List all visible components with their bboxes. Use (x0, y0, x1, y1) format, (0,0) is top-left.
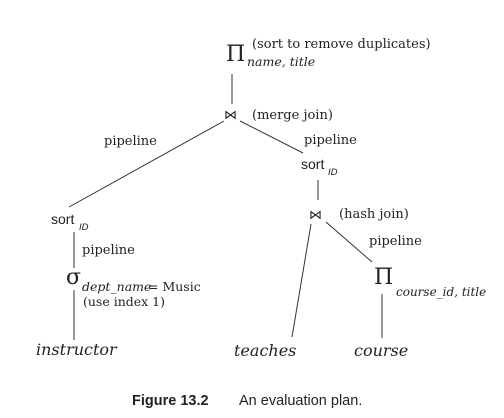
relation-course: course (354, 341, 408, 360)
edge-hash-to-projection (325, 221, 373, 263)
hash-join-symbol: ⋈ (309, 207, 322, 222)
selection-note: (use index 1) (83, 294, 165, 309)
pipeline-label-merge-left: pipeline (104, 134, 157, 149)
pipeline-label-hash-right: pipeline (369, 234, 422, 249)
sort-left-subscript: ID (79, 222, 89, 233)
merge-join-label: (merge join) (252, 108, 333, 123)
pipeline-label-merge-right: pipeline (304, 133, 357, 148)
figure-caption-text: An evaluation plan. (239, 393, 362, 409)
relation-teaches: teaches (234, 341, 296, 360)
hash-join-label: (hash join) (339, 207, 409, 222)
course-projection-subscript: course_id, title (396, 285, 486, 299)
projection-subscript: name, title (247, 54, 315, 69)
relation-instructor: instructor (36, 340, 118, 359)
figure-caption-label: Figure 13.2 (132, 393, 209, 409)
sort-right-op: sort (301, 156, 324, 172)
sort-right-subscript: ID (328, 167, 338, 178)
edge-merge-to-sort-left (68, 120, 225, 208)
selection-symbol: σ (66, 265, 81, 290)
projection-note: (sort to remove duplicates) (252, 37, 431, 52)
edge-merge-to-sort-right (239, 120, 304, 154)
projection-symbol: Π (226, 42, 245, 67)
selection-subscript: dept_name (82, 279, 151, 294)
sort-left-op: sort (51, 211, 74, 227)
course-projection-symbol: Π (374, 265, 393, 290)
edge-hash-to-teaches (291, 223, 312, 338)
selection-condition: = Music (148, 279, 201, 294)
pipeline-label-sort-select: pipeline (82, 243, 135, 258)
merge-join-symbol: ⋈ (224, 107, 237, 122)
